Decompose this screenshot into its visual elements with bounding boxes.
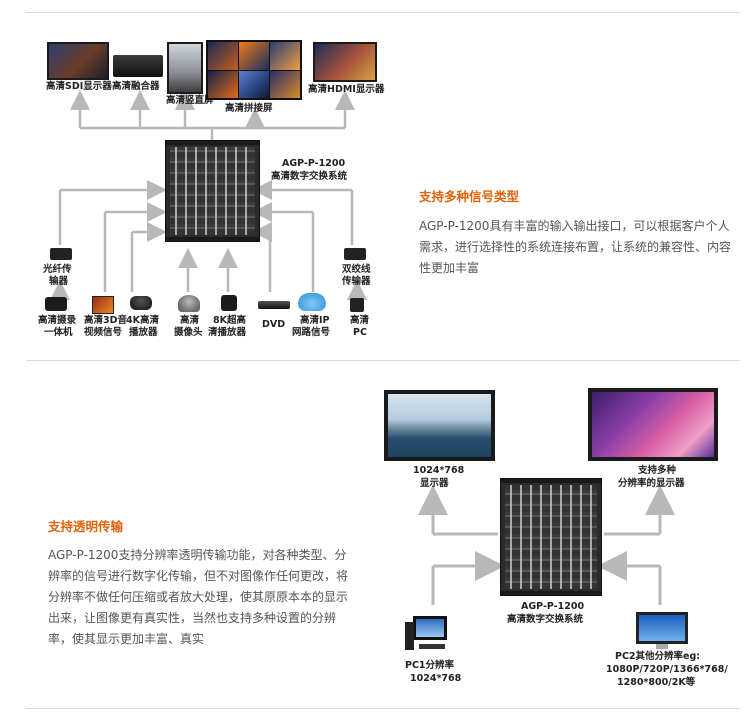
- pc2-label-1: PC2其他分辨率eg:: [615, 651, 701, 662]
- fiber-transmitter-label-1: 光纤传: [43, 264, 72, 275]
- top-divider: [26, 12, 740, 13]
- player4k-image: [130, 296, 152, 310]
- left-display-label: 显示器: [420, 478, 449, 489]
- vertical-screen-image: [167, 42, 203, 94]
- fusion-device-image: [113, 55, 163, 77]
- signal-types-heading: 支持多种信号类型: [419, 189, 520, 204]
- device-model-label-2: AGP-P-1200: [521, 601, 585, 612]
- multi-res-display-image: [588, 388, 718, 461]
- output-vertical-label: 高清竖直屏: [166, 95, 214, 106]
- input-pc-label-1: 高清: [350, 315, 370, 326]
- ip-cloud-icon: [298, 293, 326, 311]
- twisted-transmitter-label-1: 双绞线: [342, 264, 371, 275]
- device-model-label: AGP-P-1200: [282, 158, 346, 169]
- hdmi-monitor-image: [313, 42, 377, 82]
- pc2-label-2: 1080P/720P/1366*768/: [606, 664, 728, 675]
- twisted-transmitter-image: [344, 248, 366, 260]
- input-ip-label-1: 高清IP: [300, 315, 330, 326]
- right-display-label-1: 支持多种: [638, 465, 677, 476]
- player8k-image: [221, 295, 237, 311]
- middle-divider: [26, 360, 740, 361]
- device-name-label-2: 高清数字交换系统: [507, 614, 584, 625]
- fiber-transmitter-label-2: 输器: [49, 276, 69, 287]
- input-dvd-label: DVD: [262, 319, 286, 330]
- pc2-computer-image: [636, 612, 688, 644]
- input-audio3d-label-1: 高清3D音: [84, 315, 127, 326]
- pc1-computer-image: [405, 616, 451, 652]
- input-player8k-label-2: 清播放器: [208, 327, 247, 338]
- output-fusion-label: 高清融合器: [112, 81, 160, 92]
- input-player4k-label-1: 4K高清: [126, 315, 159, 326]
- input-camera-label-1: 高清: [180, 315, 200, 326]
- input-camera-label-2: 摄像头: [174, 327, 203, 338]
- input-player4k-label-2: 播放器: [129, 327, 158, 338]
- transparent-transmission-heading: 支持透明传输: [48, 519, 124, 534]
- input-camcorder-label-2: 一体机: [44, 327, 73, 338]
- output-hdmi-label: 高清HDMI显示器: [308, 84, 385, 95]
- dvd-player-image: [258, 301, 290, 309]
- pc2-stand: [656, 644, 668, 649]
- pc2-label-3: 1280*800/2K等: [617, 677, 696, 688]
- matrix-switcher-image: [165, 140, 260, 242]
- right-display-label-2: 分辨率的显示器: [618, 478, 685, 489]
- device-name-label: 高清数字交换系统: [271, 171, 348, 182]
- twisted-transmitter-label-2: 传输器: [342, 276, 371, 287]
- output-sdi-label: 高清SDI显示器: [46, 81, 112, 92]
- fiber-transmitter-image: [50, 248, 72, 260]
- camera-image: [178, 295, 200, 312]
- pc1-label-2: 1024*768: [410, 673, 462, 684]
- pc-tower-image: [350, 298, 364, 312]
- input-audio3d-label-2: 视频信号: [84, 327, 123, 338]
- camcorder-image: [45, 297, 67, 311]
- input-player8k-label-1: 8K超高: [213, 315, 246, 326]
- transparent-transmission-paragraph: AGP-P-1200支持分辨率透明传输功能，对各种类型、分辨率的信号进行数字化传…: [48, 548, 349, 646]
- bottom-divider: [26, 708, 740, 709]
- input-camcorder-label-1: 高清摄录: [38, 315, 77, 326]
- left-display-resolution: 1024*768: [413, 465, 465, 476]
- output-splice-label: 高清拼接屏: [225, 103, 273, 114]
- sdi-monitor-image: [47, 42, 109, 80]
- matrix-switcher-image-2: [500, 478, 602, 596]
- splice-wall-image: [206, 40, 302, 100]
- input-ip-label-2: 网路信号: [292, 327, 331, 338]
- ship-display-image: [384, 390, 495, 461]
- signal-types-paragraph: AGP-P-1200具有丰富的输入输出接口，可以根据客户个人需求，进行选择性的系…: [419, 219, 732, 275]
- pc1-label-1: PC1分辨率: [405, 660, 455, 671]
- input-pc-label-2: PC: [353, 327, 367, 338]
- audio3d-image: [92, 296, 114, 314]
